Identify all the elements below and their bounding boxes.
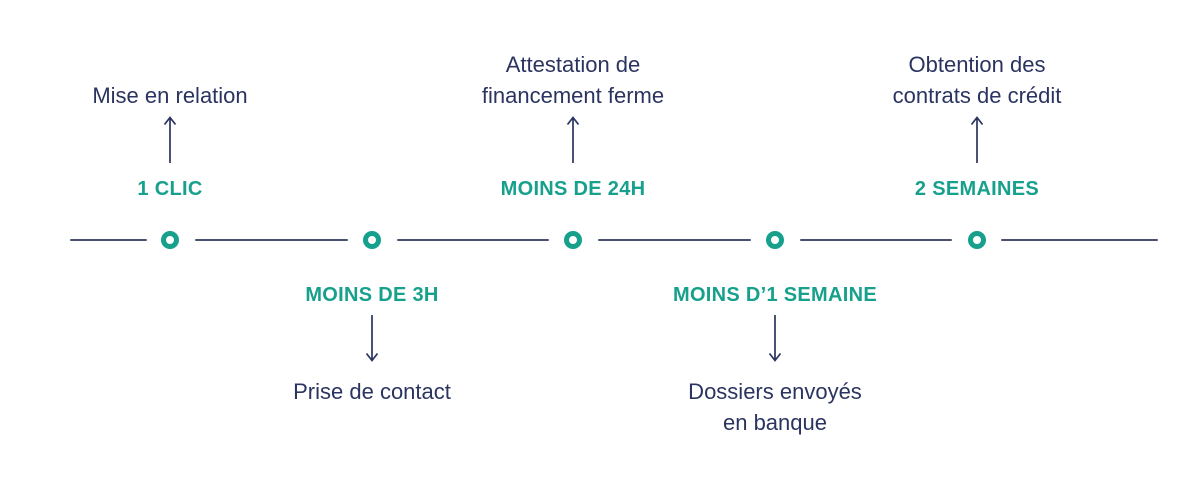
timeline-node-dot bbox=[161, 231, 179, 249]
timeline-segment bbox=[70, 239, 147, 241]
step-description: Mise en relation bbox=[92, 83, 248, 108]
step-description: Dossiers envoyés en banque bbox=[688, 379, 862, 435]
arrow-up-icon bbox=[566, 116, 580, 163]
arrow-up-icon bbox=[970, 116, 984, 163]
timeline-node-dot bbox=[766, 231, 784, 249]
timeline-segment bbox=[598, 239, 751, 241]
step-duration: MOINS DE 3H bbox=[305, 284, 439, 306]
timeline-node-dot bbox=[968, 231, 986, 249]
step-duration: MOINS D’1 SEMAINE bbox=[672, 284, 878, 306]
arrow-up-icon bbox=[163, 116, 177, 163]
arrow-down-icon bbox=[365, 315, 379, 362]
timeline-node-dot bbox=[363, 231, 381, 249]
step-duration: 1 CLIC bbox=[137, 178, 203, 200]
step-description: Prise de contact bbox=[293, 379, 451, 404]
timeline-segment bbox=[397, 239, 549, 241]
arrow-down-icon bbox=[768, 315, 782, 362]
step-description: Attestation de financement ferme bbox=[481, 52, 665, 108]
timeline-node-dot bbox=[564, 231, 582, 249]
timeline-segment bbox=[195, 239, 348, 241]
timeline-segment bbox=[1001, 239, 1158, 241]
step-duration: MOINS DE 24H bbox=[500, 178, 646, 200]
step-description: Obtention des contrats de crédit bbox=[892, 52, 1062, 108]
step-duration: 2 SEMAINES bbox=[914, 178, 1040, 200]
timeline-segment bbox=[800, 239, 952, 241]
